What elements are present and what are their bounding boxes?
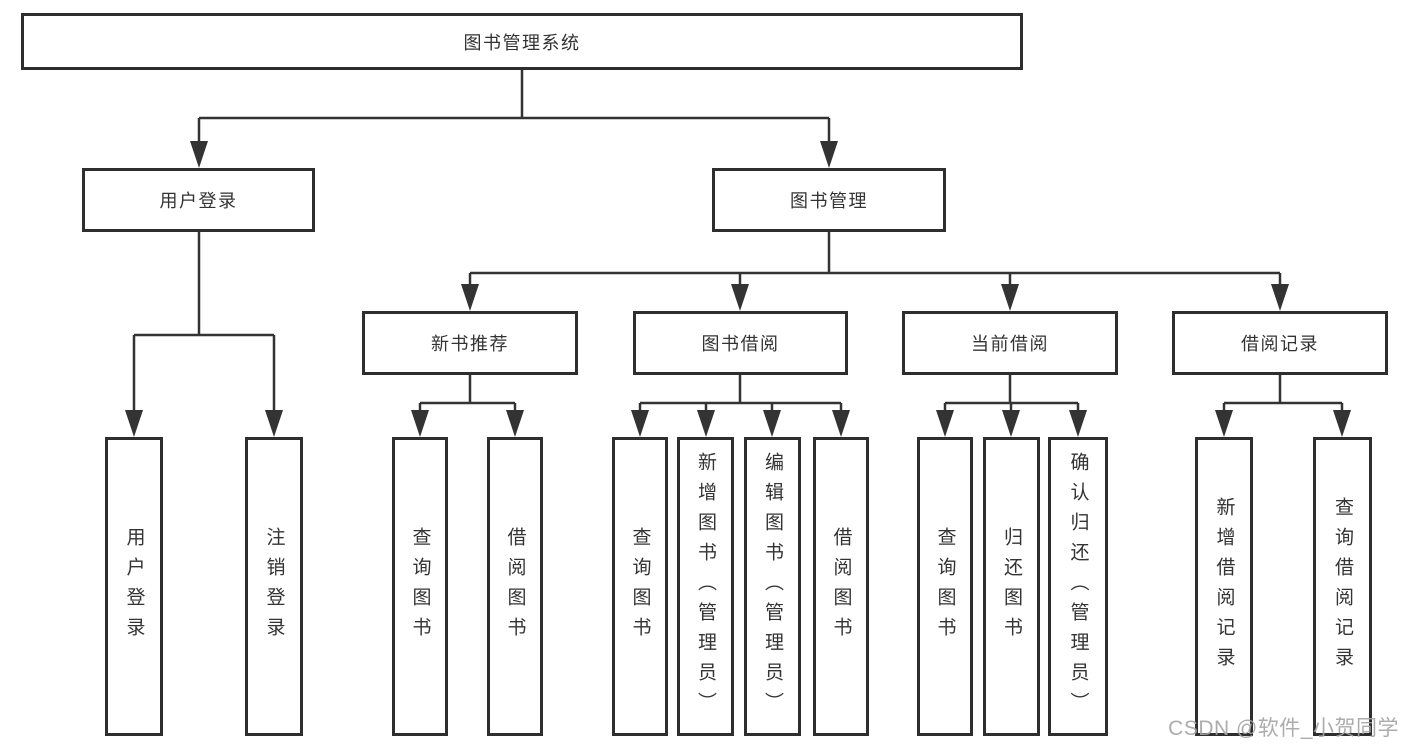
node-label: 归还图书 xyxy=(1001,526,1022,647)
node-leaf-query-books-current: 查询图书 xyxy=(917,437,973,736)
node-library-management-system: 图书管理系统 xyxy=(21,13,1023,70)
node-label: 确认归还（管理员） xyxy=(1067,451,1089,722)
node-leaf-borrow-books-borrowing: 借阅图书 xyxy=(813,437,869,736)
node-leaf-borrow-books-recommend: 借阅图书 xyxy=(487,437,543,736)
node-label: 新书推荐 xyxy=(431,334,509,354)
node-label: 借阅图书 xyxy=(830,526,852,647)
connector-path xyxy=(132,70,1344,413)
node-label: 图书管理系统 xyxy=(463,32,581,53)
node-leaf-logout: 注销登录 xyxy=(245,437,303,736)
node-borrowing-records: 借阅记录 xyxy=(1172,311,1388,375)
node-user-login: 用户登录 xyxy=(82,168,315,232)
node-label: 图书借阅 xyxy=(701,334,780,354)
node-leaf-query-borrow-record: 查询借阅记录 xyxy=(1313,437,1372,736)
node-label: 注销登录 xyxy=(263,526,285,647)
node-label: 查询图书 xyxy=(934,526,956,647)
node-label: 用户登录 xyxy=(159,191,238,211)
node-current-borrowing: 当前借阅 xyxy=(902,311,1118,375)
node-leaf-add-books-admin: 新增图书（管理员） xyxy=(677,437,734,736)
node-leaf-query-books-recommend: 查询图书 xyxy=(392,437,448,736)
watermark-text: CSDN @软件_小贺同学 xyxy=(1168,717,1399,740)
node-label: 借阅记录 xyxy=(1241,334,1319,354)
node-label: 编辑图书（管理员） xyxy=(762,451,783,722)
node-label: 图书管理 xyxy=(790,191,868,211)
node-leaf-confirm-return-admin: 确认归还（管理员） xyxy=(1048,437,1108,736)
node-label: 查询借阅记录 xyxy=(1332,496,1353,677)
node-leaf-user-login: 用户登录 xyxy=(105,437,163,736)
node-leaf-add-borrow-record: 新增借阅记录 xyxy=(1195,437,1253,736)
node-label: 借阅图书 xyxy=(504,526,526,647)
node-leaf-query-books-borrowing: 查询图书 xyxy=(612,437,668,736)
node-leaf-edit-books-admin: 编辑图书（管理员） xyxy=(744,437,801,736)
node-new-book-recommendation: 新书推荐 xyxy=(362,311,578,375)
node-book-borrowing: 图书借阅 xyxy=(633,311,848,375)
node-label: 查询图书 xyxy=(629,526,651,647)
arrowheads xyxy=(125,141,1351,437)
node-label: 新增借阅记录 xyxy=(1213,496,1235,677)
node-book-management: 图书管理 xyxy=(712,168,946,232)
node-label: 新增图书（管理员） xyxy=(695,451,716,722)
node-leaf-return-books: 归还图书 xyxy=(983,437,1040,736)
node-label: 用户登录 xyxy=(123,526,145,647)
node-label: 查询图书 xyxy=(409,526,431,647)
node-label: 当前借阅 xyxy=(971,334,1049,354)
